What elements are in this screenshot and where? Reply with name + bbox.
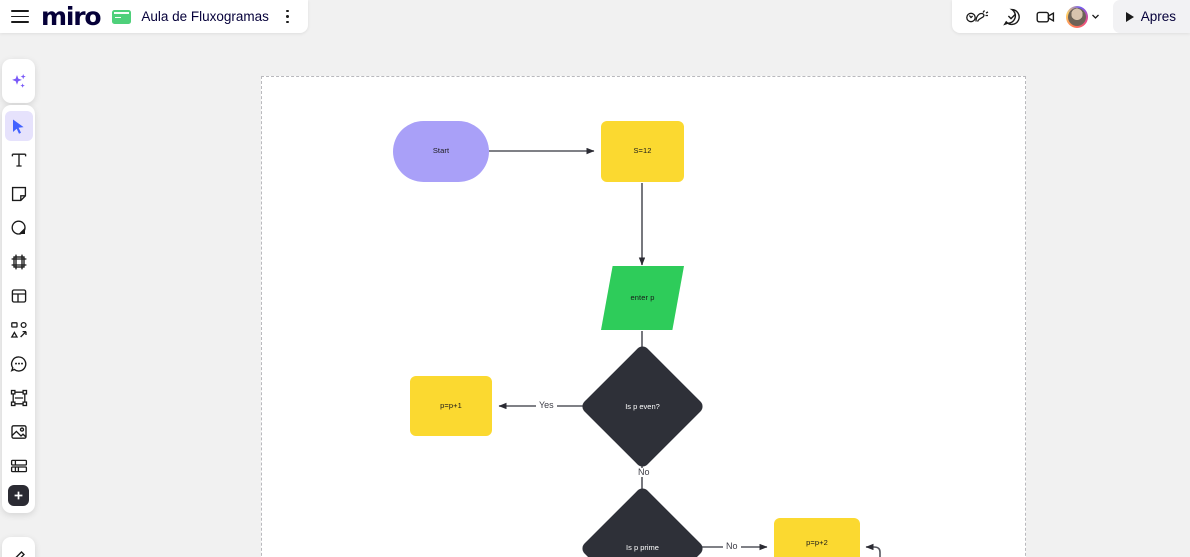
toolbar-main-panel [2,105,35,513]
flow-node-label: Is p even? [625,402,660,411]
present-button[interactable]: Apres [1112,0,1190,33]
plus-icon[interactable] [8,485,29,506]
connector-icon[interactable] [5,383,33,413]
reactions-icon[interactable] [964,4,992,30]
edge-label-no-even: No [635,468,653,477]
miro-logo[interactable]: miro [41,2,102,31]
kebab-menu-icon[interactable] [281,9,295,25]
flow-node-is-p-even[interactable]: Is p even? [579,343,706,470]
board-title[interactable]: Aula de Fluxogramas [141,9,269,24]
edge-label-yes: Yes [536,401,557,410]
board-thumbnail-icon [112,9,132,24]
flow-node-label: enter p [630,292,655,302]
table-icon[interactable] [5,451,33,481]
flow-node-label: p=p+1 [440,400,462,410]
flow-node-label: Is p prime [626,543,659,552]
text-icon[interactable] [5,145,33,175]
flow-node-label: S=12 [633,146,652,156]
cursor-select-icon[interactable] [4,111,33,141]
flow-node-s12[interactable]: S=12 [601,121,684,182]
flow-node-label: Start [432,146,450,156]
chevron-down-icon[interactable] [1089,10,1103,24]
flow-node-is-p-prime[interactable]: Is p prime [579,485,706,557]
frame-icon[interactable] [5,247,33,277]
user-avatar[interactable] [1065,5,1103,28]
present-button-label: Apres [1140,9,1176,24]
image-icon[interactable] [5,417,33,447]
flow-node-label: p=p+2 [806,537,828,547]
flow-node-enter-p[interactable]: enter p [601,266,684,330]
template-icon[interactable] [5,281,33,311]
flow-node-p-plus-1[interactable]: p=p+1 [410,376,492,436]
diagram-icon[interactable] [5,315,33,345]
flow-node-p-plus-2[interactable]: p=p+2 [774,518,860,557]
sticky-note-icon[interactable] [5,179,33,209]
flow-node-start[interactable]: Start [393,121,489,182]
video-camera-icon[interactable] [1032,4,1060,30]
comment-icon[interactable] [5,349,33,379]
topbar-left: miro Aula de Fluxogramas [0,0,308,33]
pen-icon[interactable] [5,544,33,557]
play-icon [1125,11,1134,22]
topbar-right: Apres [951,0,1190,33]
toolbar-ai-panel [2,59,35,103]
edge-label-no-prime: No [723,542,741,551]
toolbar-bottom-panel [2,537,35,557]
hamburger-menu-icon[interactable] [11,10,29,23]
sparkle-icon[interactable] [5,66,33,96]
chat-icon[interactable] [998,4,1026,30]
shape-icon[interactable] [5,213,33,243]
